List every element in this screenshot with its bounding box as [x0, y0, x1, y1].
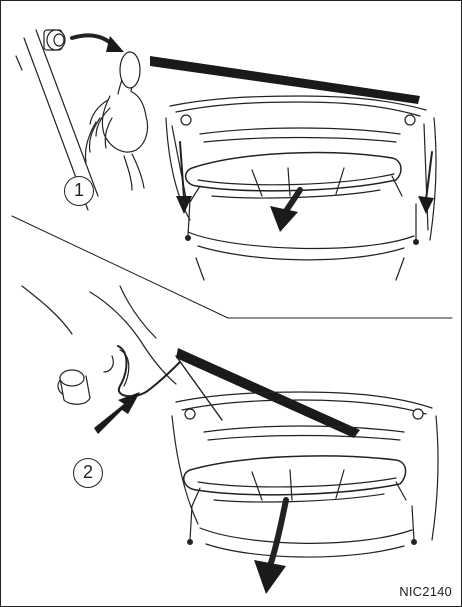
figure-code: NIC2140 [399, 584, 452, 599]
panel-1-illustration [16, 30, 436, 280]
panel-2-illustration [22, 286, 438, 594]
hook-knob-icon [58, 370, 90, 404]
hand-with-string [85, 52, 147, 190]
step-number-1: 1 [64, 176, 94, 206]
arrow-icon [254, 560, 286, 594]
step-number-2: 2 [73, 458, 103, 488]
hook-knob-icon [44, 30, 65, 50]
arrow-icon [94, 392, 140, 434]
